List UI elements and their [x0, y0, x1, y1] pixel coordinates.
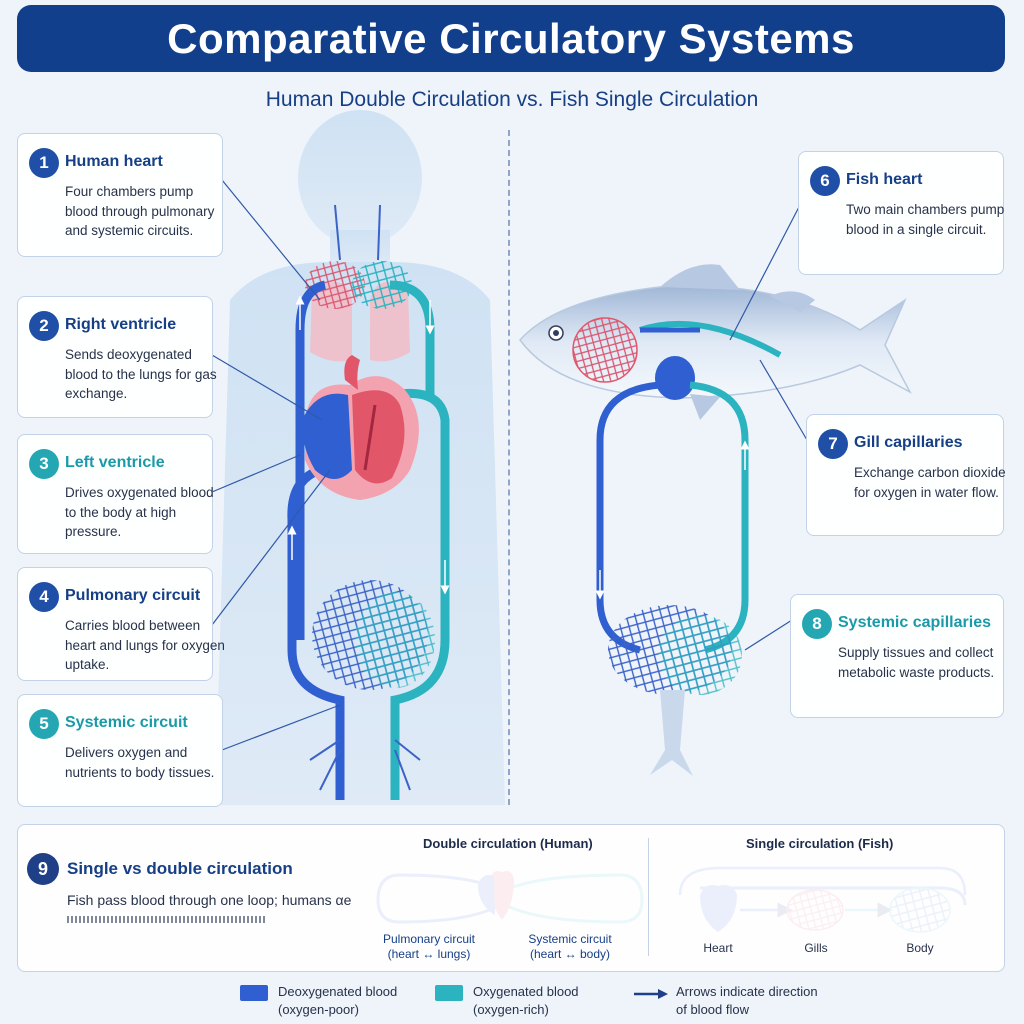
- single-circulation-title: Single circulation (Fish): [746, 836, 894, 851]
- card-description: Sends deoxygenated blood to the lungs fo…: [65, 347, 217, 401]
- card-fish-heart: 6 Fish heart Two main chambers pump bloo…: [798, 151, 1004, 275]
- comparison-title: Single vs double circulation: [67, 859, 293, 878]
- card-description: Delivers oxygen and nutrients to body ti…: [65, 745, 215, 780]
- card-systemic-circuit: 5 Systemic circuit Delivers oxygen and n…: [17, 694, 223, 807]
- card-number: 6: [810, 166, 840, 196]
- card-title: Fish heart: [846, 171, 923, 188]
- card-description: Two main chambers pump blood in a single…: [846, 202, 1005, 237]
- card-description: Four chambers pump blood through pulmona…: [65, 184, 215, 238]
- card-description: Exchange carbon dioxide for oxygen in wa…: [854, 465, 1006, 500]
- card-description: Carries blood between heart and lungs fo…: [65, 618, 225, 672]
- card-description: Supply tissues and collect metabolic was…: [838, 645, 995, 680]
- legend-arrow: Arrows indicate direction of blood flow: [634, 983, 818, 1019]
- pulmonary-sublabel: (heart ↔ lungs): [387, 947, 471, 961]
- card-number: 5: [29, 709, 59, 739]
- comparison-number: 9: [27, 853, 59, 885]
- double-circulation-title: Double circulation (Human): [423, 836, 593, 851]
- card-description: Drives oxygenated blood to the body at h…: [65, 485, 214, 539]
- card-title: Systemic circuit: [65, 714, 188, 731]
- illegible-text: [67, 916, 267, 923]
- body-label: Body: [906, 941, 934, 955]
- card-gill-capillaries: 7 Gill capillaries Exchange carbon dioxi…: [806, 414, 1006, 536]
- card-title: Left ventricle: [65, 454, 165, 471]
- page-title: Comparative Circulatory Systems: [167, 14, 855, 62]
- card-number: 2: [29, 311, 59, 341]
- card-human-heart: 1 Human heart Four chambers pump blood t…: [17, 133, 223, 257]
- card-title: Systemic capillaries: [838, 614, 991, 631]
- human-heart: [302, 355, 419, 500]
- card-left-ventricle: 3 Left ventricle Drives oxygenated blood…: [17, 434, 214, 554]
- legend-deoxy-line2: (oxygen-poor): [278, 1002, 359, 1017]
- legend-deoxygenated: Deoxygenated blood (oxygen-poor): [240, 983, 397, 1019]
- panel-divider: [648, 838, 649, 956]
- card-number: 3: [29, 449, 59, 479]
- gills-label: Gills: [804, 941, 828, 955]
- card-title: Gill capillaries: [854, 434, 963, 451]
- center-divider: [508, 130, 510, 805]
- legend-oxy-line1: Oxygenated blood: [473, 984, 579, 999]
- card-number: 4: [29, 582, 59, 612]
- systemic-label: Systemic circuit: [528, 932, 612, 946]
- callout-lines: [211, 179, 808, 751]
- card-number: 7: [818, 429, 848, 459]
- page-subtitle: Human Double Circulation vs. Fish Single…: [265, 88, 759, 111]
- oxygenated-swatch: [435, 985, 463, 1001]
- card-pulmonary-circuit: 4 Pulmonary circuit Carries blood betwee…: [17, 567, 225, 681]
- card-title: Pulmonary circuit: [65, 587, 201, 604]
- legend-arrow-line1: Arrows indicate direction: [676, 984, 818, 999]
- card-systemic-capillaries: 8 Systemic capillaries Supply tissues an…: [790, 594, 1004, 718]
- human-lungs: [305, 204, 412, 362]
- card-number: 1: [29, 148, 59, 178]
- legend-deoxy-line1: Deoxygenated blood: [278, 984, 398, 999]
- legend-oxy-line2: (oxygen-rich): [473, 1002, 549, 1017]
- card-title: Right ventricle: [65, 316, 177, 333]
- heart-label: Heart: [703, 941, 733, 955]
- pulmonary-label: Pulmonary circuit: [382, 932, 476, 946]
- fish-circulation-loop: [595, 381, 750, 776]
- card-title: Human heart: [65, 153, 163, 170]
- title-bar: Comparative Circulatory Systems: [17, 5, 1005, 72]
- human-vessels: [287, 280, 450, 800]
- card-number: 8: [802, 609, 832, 639]
- legend-oxygenated: Oxygenated blood (oxygen-rich): [435, 983, 579, 1019]
- comparison-panel: [17, 824, 1005, 972]
- systemic-sublabel: (heart ↔ body): [529, 947, 611, 961]
- fish-body: [519, 264, 912, 420]
- comparison-description: Fish pass blood through one loop; humans…: [67, 892, 352, 908]
- card-right-ventricle: 2 Right ventricle Sends deoxygenated blo…: [17, 296, 217, 418]
- arrow-right-icon: [634, 989, 668, 999]
- deoxygenated-swatch: [240, 985, 268, 1001]
- legend-arrow-line2: of blood flow: [676, 1002, 749, 1017]
